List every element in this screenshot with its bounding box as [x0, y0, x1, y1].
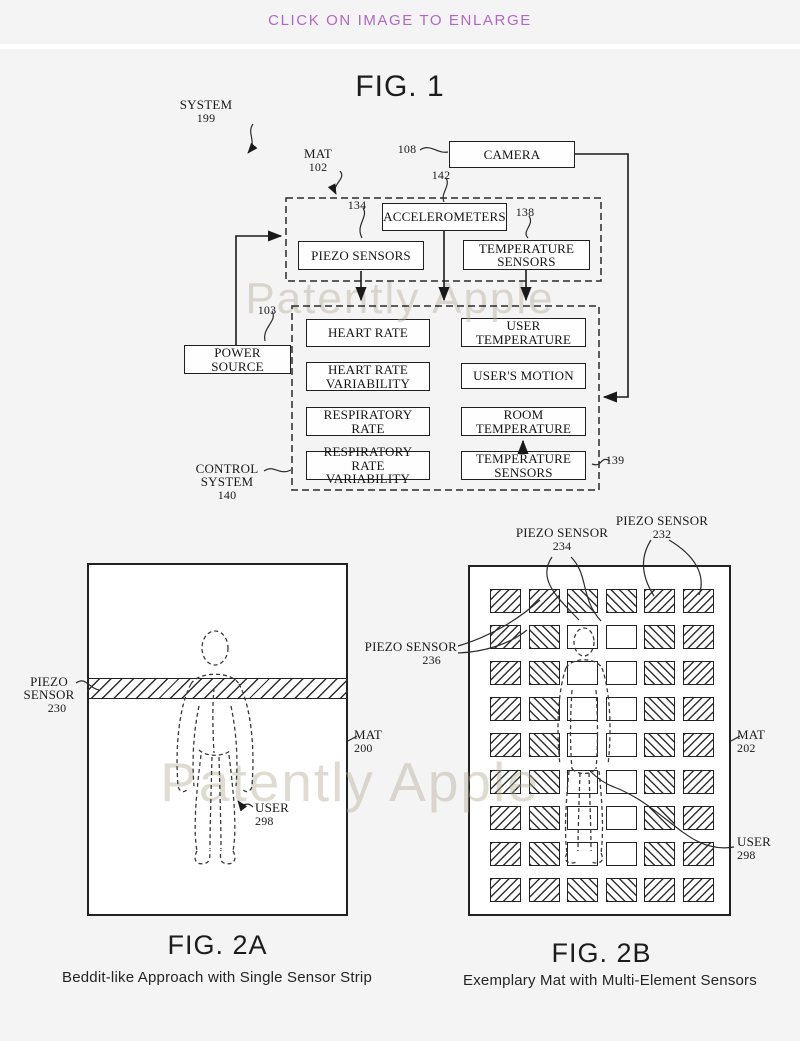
sensor-cell — [605, 697, 637, 722]
ref-camera-num: 108 — [397, 142, 417, 156]
sensor-cell — [682, 589, 714, 613]
box-temperature-sensors: TEMPERATURE SENSORS — [463, 240, 590, 270]
sensor-cell — [682, 625, 714, 650]
leader-108 — [419, 147, 449, 153]
sensor-cell — [605, 661, 637, 686]
sensor-cell — [644, 805, 675, 830]
sensor-cell — [605, 625, 637, 650]
box-power-source: POWER SOURCE — [184, 345, 291, 374]
sensor-cell — [528, 805, 560, 830]
sensor-cell — [490, 769, 521, 794]
sensor-cell — [528, 733, 560, 758]
sensor-cell — [605, 733, 637, 758]
sensor-cell — [682, 733, 714, 758]
box-heart-rate-variability: HEART RATE VARIABILITY — [306, 362, 430, 391]
sensor-cell — [528, 625, 560, 650]
sensor-cell — [490, 589, 521, 613]
box-camera: CAMERA — [449, 141, 575, 168]
sensor-cell — [490, 625, 521, 650]
fig1-title: FIG. 1 — [355, 70, 445, 103]
sensor-cell — [528, 841, 560, 866]
sensor-cell — [644, 625, 675, 650]
sensor-cell — [682, 841, 714, 866]
box-users-motion: USER'S MOTION — [461, 363, 586, 389]
sensor-cell — [528, 697, 560, 722]
ref-temperature2-num: 139 — [605, 453, 625, 467]
sensor-cell — [528, 877, 560, 902]
box-room-temperature: ROOM TEMPERATURE — [461, 407, 586, 436]
box-temperature-sensors-2: TEMPERATURE SENSORS — [461, 451, 586, 480]
watermark-1: Patently Apple — [245, 274, 555, 323]
sensor-cell — [567, 625, 598, 650]
sensor-cell — [605, 589, 637, 613]
sensor-cell — [682, 769, 714, 794]
fig2a-mat-rect — [87, 563, 348, 916]
sensor-cell — [490, 841, 521, 866]
sensor-cell — [605, 877, 637, 902]
ref-piezo-num: 134 — [347, 198, 367, 212]
sensor-cell — [490, 733, 521, 758]
sensor-cell — [567, 841, 598, 866]
sensor-cell — [644, 661, 675, 686]
sensor-cell — [605, 841, 637, 866]
sensor-cell — [682, 805, 714, 830]
leader-mat — [327, 170, 343, 195]
leader-138 — [525, 215, 531, 239]
box-accelerometers: ACCELEROMETERS — [382, 203, 507, 231]
ref-temperature-num: 138 — [515, 205, 535, 219]
ref-accelerometers-num: 142 — [431, 168, 451, 182]
sensor-cell — [644, 589, 675, 613]
enlarge-instruction: CLICK ON IMAGE TO ENLARGE — [268, 12, 532, 29]
sensor-cell — [605, 769, 637, 794]
watermark-2: Patently Apple — [160, 751, 540, 813]
box-respiratory-rate: RESPIRATORY RATE — [306, 407, 430, 436]
sensor-cell — [528, 661, 560, 686]
sensor-cell — [644, 841, 675, 866]
box-piezo-sensors: PIEZO SENSORS — [298, 241, 424, 270]
fig2a-caption: FIG. 2A — [167, 930, 268, 960]
sensor-cell — [490, 805, 521, 830]
box-respiratory-rate-variability: RESPIRATORY RATE VARIABILITY — [306, 445, 430, 485]
sensor-cell — [644, 733, 675, 758]
leader-134 — [359, 207, 365, 239]
fig2a-sensor-strip — [87, 678, 348, 699]
fig2b-subcaption: Exemplary Mat with Multi-Element Sensors — [463, 972, 757, 989]
sensor-cell — [490, 877, 521, 902]
fig2b-caption: FIG. 2B — [551, 938, 652, 968]
sensor-cell — [567, 661, 598, 686]
sensor-cell — [490, 697, 521, 722]
divider — [0, 44, 800, 49]
sensor-cell — [682, 877, 714, 902]
leader-control-system — [263, 468, 292, 473]
sensor-cell — [605, 805, 637, 830]
sensor-cell — [567, 697, 598, 722]
fig2a-subcaption: Beddit-like Approach with Single Sensor … — [62, 969, 372, 986]
sensor-cell — [567, 877, 598, 902]
sensor-cell — [528, 769, 560, 794]
sensor-cell — [528, 589, 560, 613]
leader-system — [247, 123, 258, 154]
sensor-cell — [567, 589, 598, 613]
sensor-cell — [682, 661, 714, 686]
sensor-cell — [682, 697, 714, 722]
sensor-cell — [490, 661, 521, 686]
sensor-cell — [644, 697, 675, 722]
sensor-cell — [644, 769, 675, 794]
sensor-cell — [644, 877, 675, 902]
fig2b-mat-rect — [468, 565, 731, 916]
